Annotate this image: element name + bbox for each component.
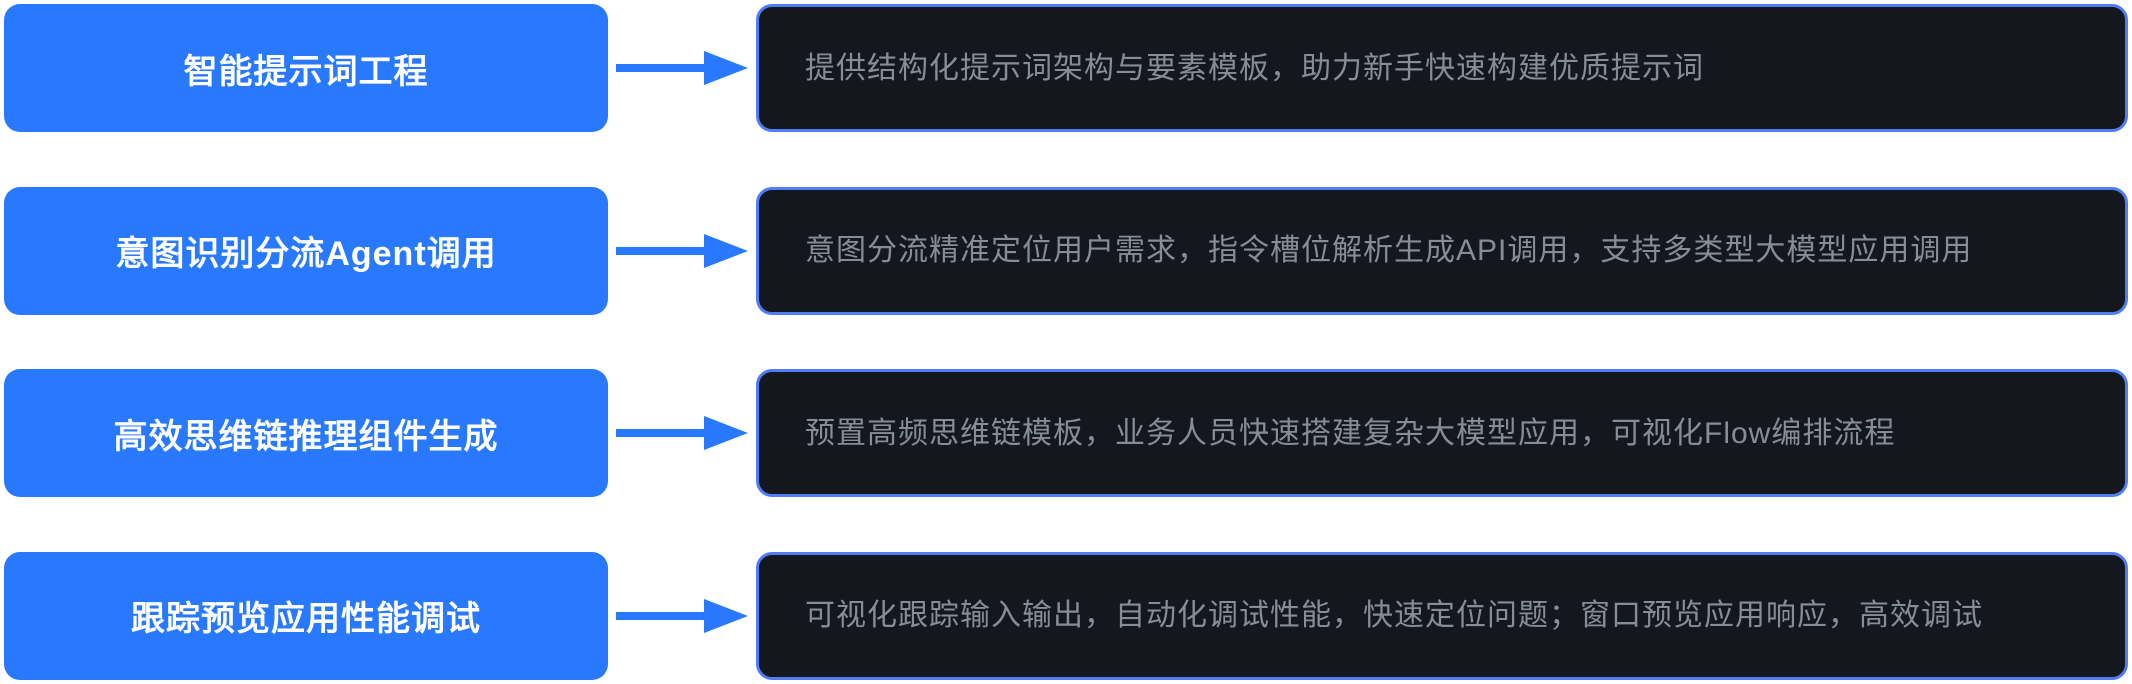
feature-title: 智能提示词工程 bbox=[183, 52, 429, 91]
feature-row: 意图识别分流Agent调用 意图分流精准定位用户需求，指令槽位解析生成API调用… bbox=[4, 186, 2128, 315]
feature-title-box: 跟踪预览应用性能调试 bbox=[4, 551, 608, 680]
feature-description: 意图分流精准定位用户需求，指令槽位解析生成API调用，支持多类型大模型应用调用 bbox=[805, 234, 1973, 268]
feature-title-box: 高效思维链推理组件生成 bbox=[4, 369, 608, 498]
feature-row: 智能提示词工程 提供结构化提示词架构与要素模板，助力新手快速构建优质提示词 bbox=[4, 4, 2128, 132]
feature-title: 意图识别分流Agent调用 bbox=[115, 235, 497, 274]
feature-title: 跟踪预览应用性能调试 bbox=[131, 600, 481, 639]
arrow-right-icon bbox=[608, 594, 756, 638]
feature-row: 跟踪预览应用性能调试 可视化跟踪输入输出，自动化调试性能，快速定位问题；窗口预览… bbox=[4, 551, 2128, 680]
arrow-right-icon bbox=[608, 411, 756, 455]
feature-description-box: 可视化跟踪输入输出，自动化调试性能，快速定位问题；窗口预览应用响应，高效调试 bbox=[756, 551, 2128, 680]
feature-title-box: 意图识别分流Agent调用 bbox=[4, 186, 608, 315]
feature-title: 高效思维链推理组件生成 bbox=[113, 417, 499, 456]
feature-title-box: 智能提示词工程 bbox=[4, 4, 608, 132]
feature-description: 可视化跟踪输入输出，自动化调试性能，快速定位问题；窗口预览应用响应，高效调试 bbox=[805, 599, 1983, 633]
feature-row: 高效思维链推理组件生成 预置高频思维链模板，业务人员快速搭建复杂大模型应用，可视… bbox=[4, 369, 2128, 498]
feature-description-box: 意图分流精准定位用户需求，指令槽位解析生成API调用，支持多类型大模型应用调用 bbox=[756, 186, 2128, 315]
feature-description: 提供结构化提示词架构与要素模板，助力新手快速构建优质提示词 bbox=[805, 51, 1704, 85]
arrow-right-icon bbox=[608, 229, 756, 273]
feature-description-box: 预置高频思维链模板，业务人员快速搭建复杂大模型应用，可视化Flow编排流程 bbox=[756, 369, 2128, 498]
feature-description: 预置高频思维链模板，业务人员快速搭建复杂大模型应用，可视化Flow编排流程 bbox=[805, 416, 1896, 450]
feature-description-box: 提供结构化提示词架构与要素模板，助力新手快速构建优质提示词 bbox=[756, 4, 2128, 132]
arrow-right-icon bbox=[608, 46, 756, 90]
